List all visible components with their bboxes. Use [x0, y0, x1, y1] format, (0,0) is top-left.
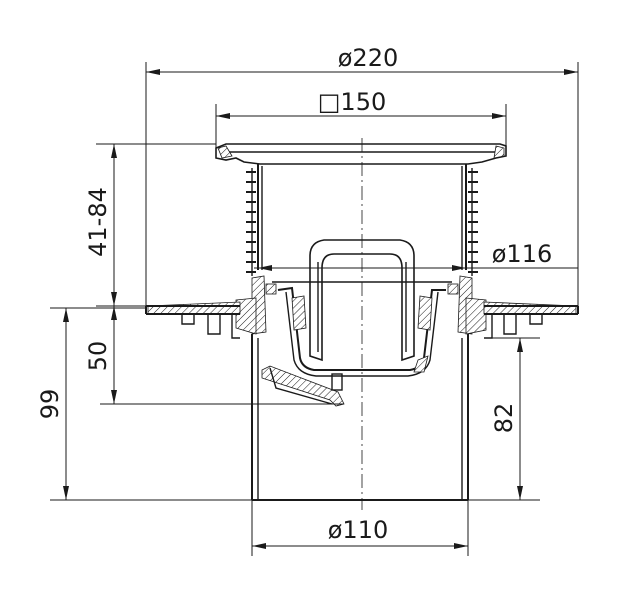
dimension-outlet-height: 82	[468, 337, 540, 501]
label-height-range: 41-84	[84, 187, 112, 257]
right-sleeve-ribs	[468, 168, 478, 276]
label-flange-to-trap: 50	[84, 341, 112, 372]
left-sleeve-ribs	[246, 168, 256, 276]
label-outlet-diameter: ø110	[328, 516, 389, 544]
grate-frame	[215, 143, 507, 165]
label-outlet-height: 82	[490, 403, 518, 434]
dimension-total-height: 99	[36, 307, 252, 501]
dimension-grate-square: □150	[215, 88, 507, 148]
dimension-flange-to-trap: 50	[84, 306, 344, 405]
seal-rings	[235, 275, 487, 335]
dimension-trap-diameter: ø116	[254, 240, 578, 271]
dimension-height-range: 41-84	[84, 143, 216, 307]
drain-body	[145, 138, 579, 510]
label-grate-square: □150	[318, 88, 386, 116]
horizontal-flange	[145, 301, 579, 339]
label-total-height: 99	[36, 389, 64, 420]
outlet-pipe	[251, 334, 469, 501]
extension-sleeve	[257, 164, 467, 270]
dimension-outer-flange: ø220	[145, 44, 579, 306]
dimension-outlet-diameter: ø110	[251, 500, 469, 556]
label-outer-flange-diameter: ø220	[338, 44, 399, 72]
label-trap-diameter: ø116	[492, 240, 553, 268]
